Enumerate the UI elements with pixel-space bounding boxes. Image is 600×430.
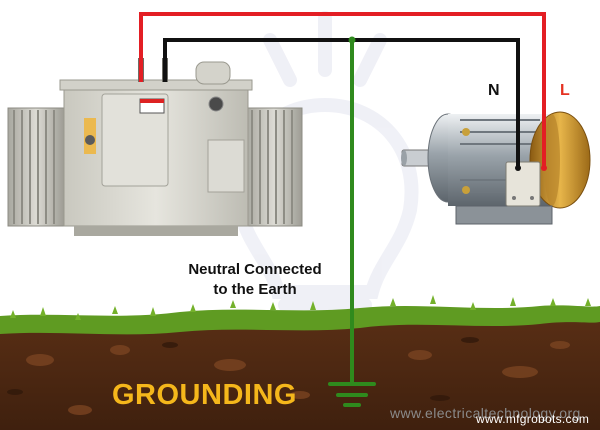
transformer-cover [59,79,253,91]
gauge [208,96,224,112]
terminal-box [207,139,245,193]
grass-strip [0,305,600,335]
live-label: L [560,82,570,99]
watermark-overlay: www.mfgrobots.com [476,412,590,426]
motor-feet [455,205,553,225]
conservator-tank [195,61,231,85]
soil [0,311,600,430]
neutral-label: N [488,82,500,99]
ground-icon [328,382,376,407]
neutral-caption-line2: to the Earth [213,281,297,298]
live-wire [139,12,546,168]
ground [0,295,600,430]
transformer-icon [7,58,303,236]
watermark-site: www.electricaltechnology.org [390,405,581,421]
transformer-base [74,226,238,236]
motor-terminal-box [505,161,541,207]
radiator-right [245,107,303,227]
control-box [101,93,169,187]
neutral-caption: Neutral Connected to the Earth [150,260,360,300]
neutral-wire [163,38,520,168]
radiator-left [7,107,65,227]
grounding-title: GROUNDING [112,379,297,411]
motor-icon [401,111,591,225]
neutral-caption-line1: Neutral Connected [188,261,322,278]
